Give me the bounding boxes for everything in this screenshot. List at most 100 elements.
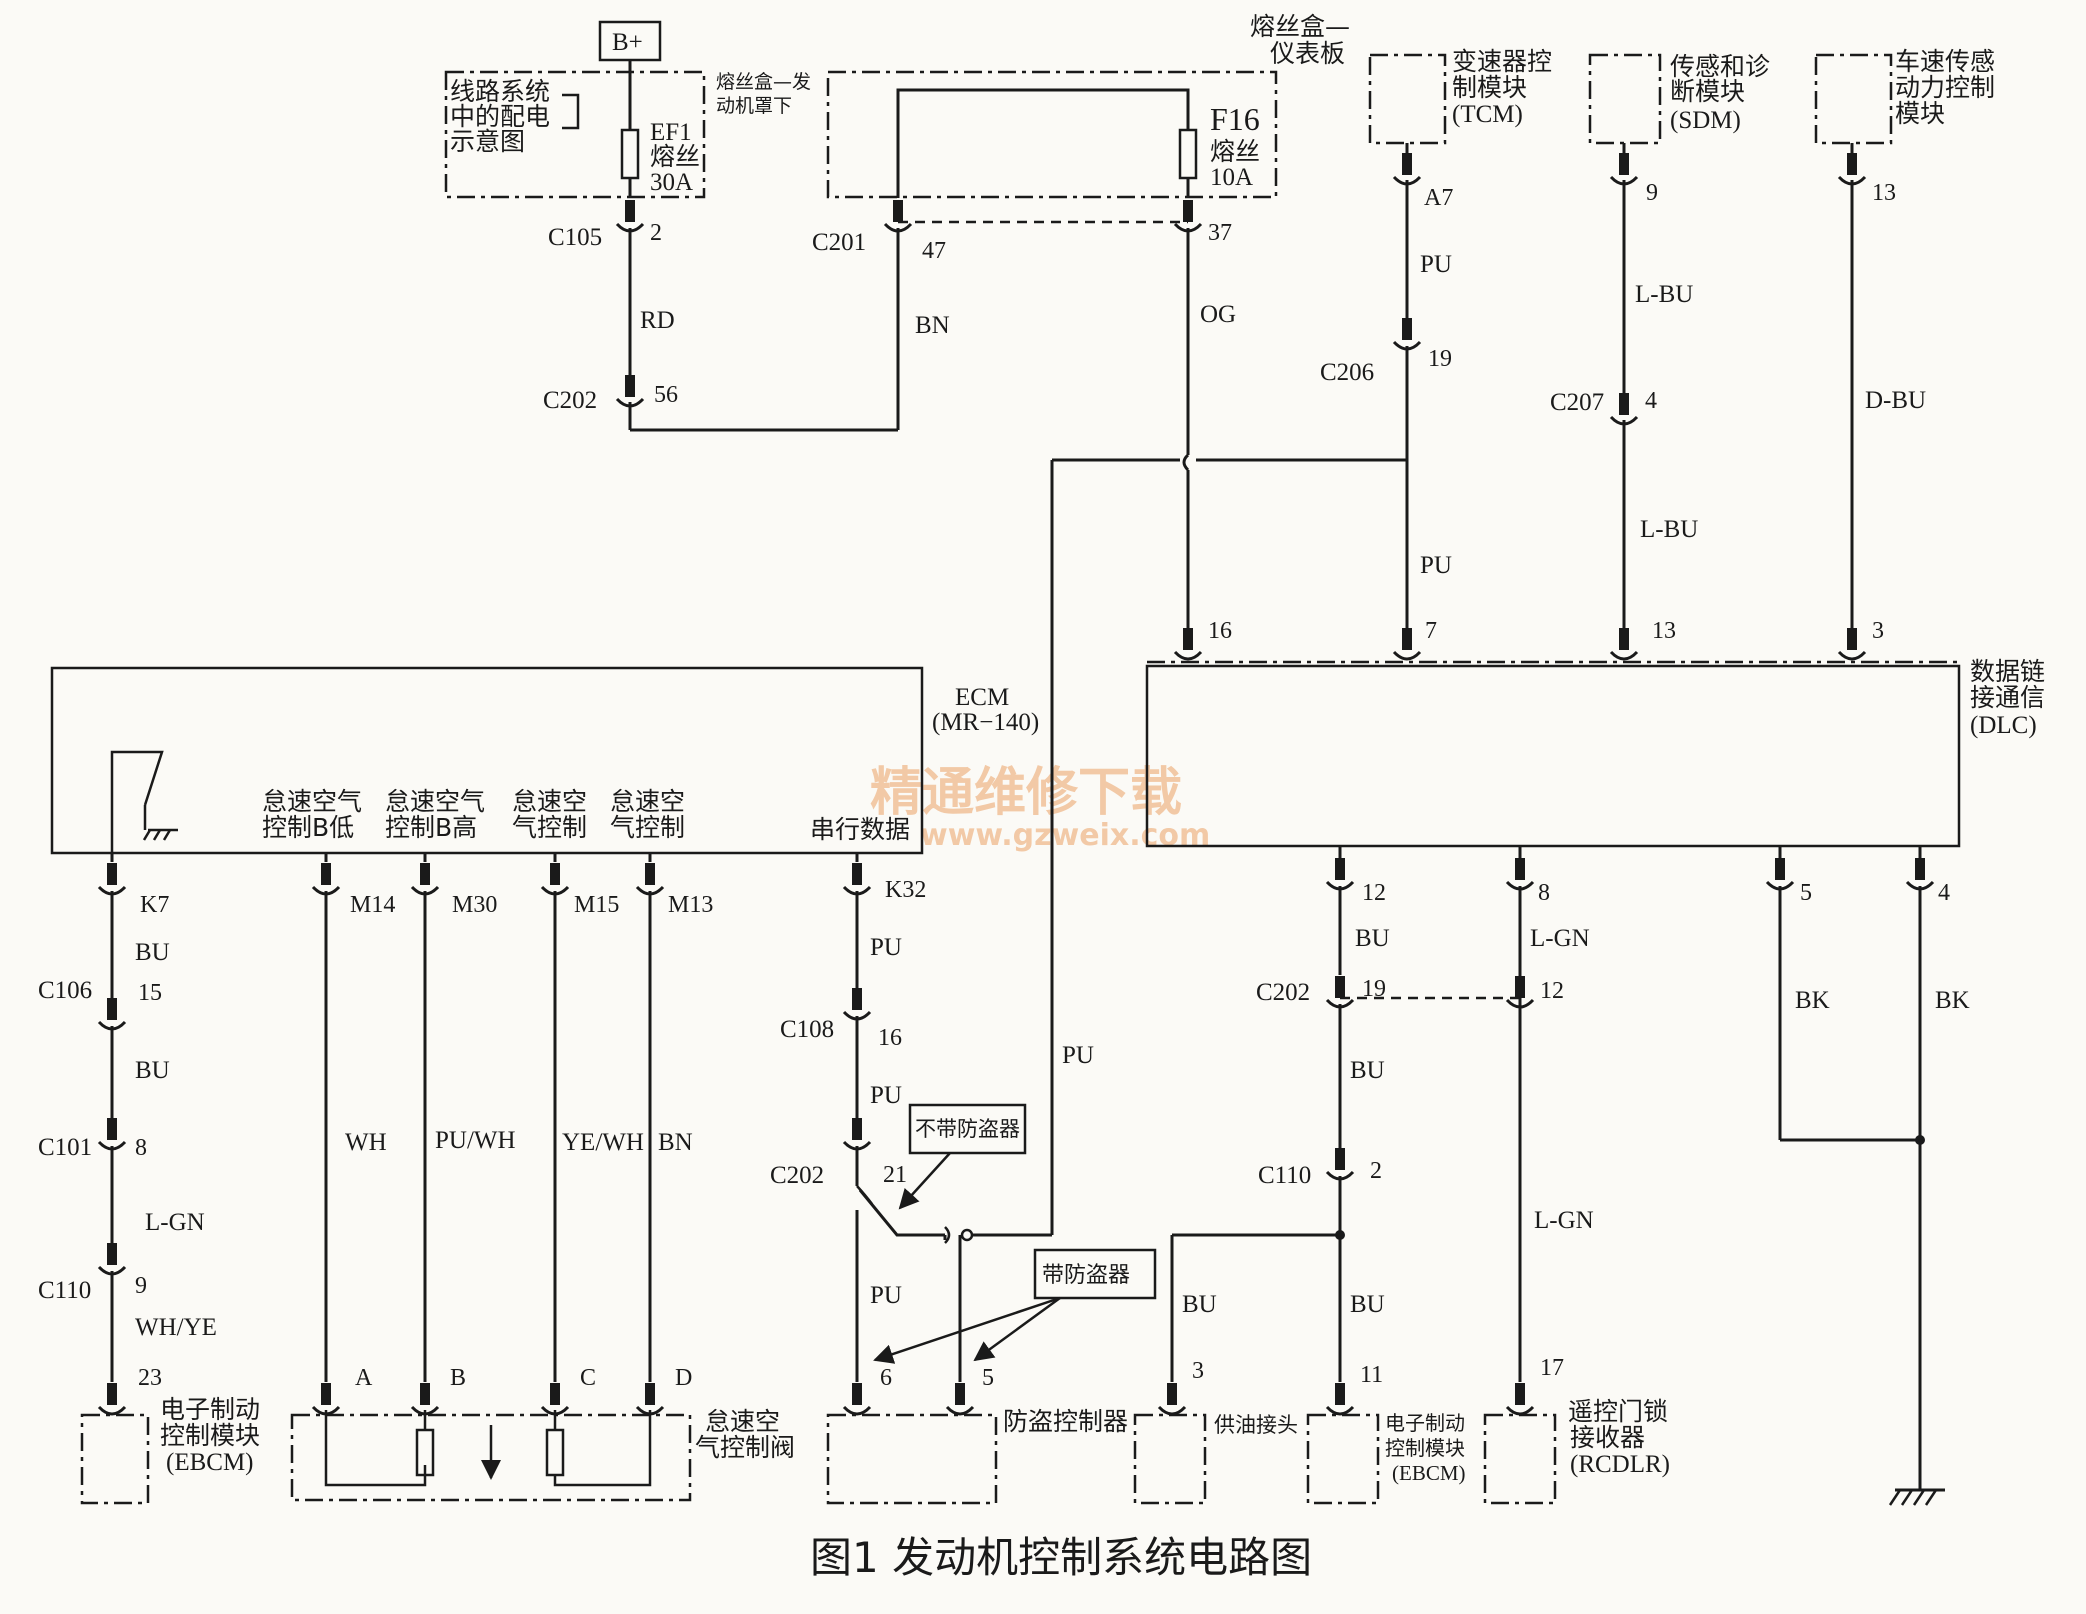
ecm-pin-label-serial: 串行数据 xyxy=(810,815,910,844)
ef1-fuse xyxy=(620,128,640,180)
ecm-pin-m13: M13 xyxy=(668,892,713,918)
fuse-box-ip-1: 熔丝盒— xyxy=(1250,12,1350,41)
wire-lbu-sdm: L-BU xyxy=(1635,281,1693,308)
c106-pin: 15 xyxy=(138,980,162,1006)
rcdlr-label-1: 遥控门锁 xyxy=(1568,1397,1668,1426)
tcm-pin: A7 xyxy=(1424,185,1453,211)
dlc-pin16-connector xyxy=(1173,626,1203,661)
vss-pin: 13 xyxy=(1872,180,1896,206)
f16-fuse xyxy=(1178,128,1198,180)
f16-label-2: 熔丝 xyxy=(1210,137,1260,166)
c206-connector xyxy=(1392,316,1422,351)
c202-bottom-pin: 21 xyxy=(883,1162,907,1188)
dist-note-2: 中的配电 xyxy=(450,102,550,131)
c101-pin: 8 xyxy=(135,1135,147,1161)
dlc-pin3-connector xyxy=(1837,626,1867,661)
wire-bk-dlc4: BK xyxy=(1935,987,1970,1014)
wire-pu-c108: PU xyxy=(870,1082,902,1109)
immo-pin-6: 6 xyxy=(880,1365,892,1391)
ebcm-right-connector xyxy=(1325,1381,1355,1416)
b-plus-label: B+ xyxy=(612,29,643,56)
wire-bu-dlc12: BU xyxy=(1355,925,1390,952)
wire-bu-c106: BU xyxy=(135,1057,170,1084)
wire-bn-iac: BN xyxy=(658,1129,693,1156)
dlc-pin8-connector xyxy=(1505,856,1535,891)
wire-pu-bus: PU xyxy=(1062,1042,1094,1069)
callout-no-immo-box xyxy=(908,1103,1027,1155)
ecm-pin-label-iac-2a: 怠速空 xyxy=(610,787,685,816)
f16-label-3: 10A xyxy=(1210,164,1253,191)
dlc-pin12-connector xyxy=(1325,856,1355,891)
vss-connector xyxy=(1837,151,1867,186)
c110-right-label: C110 xyxy=(1258,1162,1311,1189)
vss-label-2: 动力控制 xyxy=(1895,73,1995,102)
c207-pin: 4 xyxy=(1645,388,1657,414)
c202-top-connector xyxy=(615,373,645,408)
callout-with-immo-box xyxy=(1033,1248,1157,1300)
tcm-label-1: 变速器控 xyxy=(1452,47,1552,76)
dlc-pin-3: 3 xyxy=(1872,618,1884,644)
ecm-m14-connector xyxy=(311,861,341,896)
dlc-label-2: 接通信 xyxy=(1970,683,2045,712)
dlc-pin-13: 13 xyxy=(1652,618,1676,644)
c105-label: C105 xyxy=(548,224,602,251)
dlc-pin7-connector xyxy=(1392,626,1422,661)
immo-pin6-connector xyxy=(842,1381,872,1416)
c106-label: C106 xyxy=(38,977,92,1004)
c108-connector xyxy=(842,986,872,1021)
iac-pin-d: D xyxy=(675,1365,692,1391)
ecm-m13-connector xyxy=(635,861,665,896)
immobilizer-label: 防盗控制器 xyxy=(1003,1407,1128,1436)
wire-bu-c202: BU xyxy=(1350,1057,1385,1084)
wire-lbu-dlc13: L-BU xyxy=(1640,516,1698,543)
immobilizer-box xyxy=(826,1413,998,1505)
dist-note-1: 线路系统 xyxy=(450,77,550,106)
iac-valve-label-1: 怠速空 xyxy=(705,1407,780,1436)
ecm-k7-connector xyxy=(97,861,127,896)
sdm-connector xyxy=(1609,151,1639,186)
fuel-conn-label: 供油接头 xyxy=(1214,1413,1298,1437)
dlc-pin5-connector xyxy=(1765,856,1795,891)
c201-pin-37: 37 xyxy=(1208,220,1232,246)
dlc-pin-5: 5 xyxy=(1800,880,1812,906)
dlc-pin-16: 16 xyxy=(1208,618,1232,644)
wire-bk-dlc5: BK xyxy=(1795,987,1830,1014)
ebcm-right-label-1: 电子制动 xyxy=(1385,1411,1465,1435)
fuel-conn-pin: 3 xyxy=(1192,1358,1204,1384)
ecm-pin-k32: K32 xyxy=(885,877,926,903)
c202-right-a-connector xyxy=(1325,974,1355,1009)
dlc-box xyxy=(1145,664,1961,848)
c202-right-pin-19: 19 xyxy=(1362,976,1386,1002)
fuse-box-engine-1: 熔丝盒—发 xyxy=(716,71,811,93)
dlc-pin-12: 12 xyxy=(1362,880,1386,906)
ebcm-left-label-2: 控制模块 xyxy=(160,1421,260,1450)
c202-bottom-connector xyxy=(842,1116,872,1151)
dlc-label-3: (DLC) xyxy=(1970,712,2037,739)
c110-left-pin: 9 xyxy=(135,1273,147,1299)
sdm-label-1: 传感和诊 xyxy=(1670,52,1770,81)
ebcm-right-label-3: (EBCM) xyxy=(1392,1461,1466,1485)
ecm-ground-switch xyxy=(110,750,164,853)
ecm-pin-label-iac-2b: 气控制 xyxy=(610,813,685,842)
fuel-conn-connector xyxy=(1157,1381,1187,1416)
vss-label-3: 模块 xyxy=(1895,99,1945,128)
dlc-label-1: 数据链 xyxy=(1970,657,2045,686)
ecm-pin-label-iac-high-1: 怠速空气 xyxy=(385,787,485,816)
rcdlr-connector xyxy=(1505,1381,1535,1416)
wire-pu-immo6: PU xyxy=(870,1282,902,1309)
c106-connector xyxy=(97,996,127,1031)
tcm-label-3: (TCM) xyxy=(1452,101,1523,128)
ecm-pin-m30: M30 xyxy=(452,892,497,918)
fuse-box-ip-2: 仪表板 xyxy=(1270,39,1345,68)
iac-c-connector xyxy=(540,1381,570,1416)
wire-pu-k32: PU xyxy=(870,934,902,961)
c101-connector xyxy=(97,1116,127,1151)
wire-lgn-rcdlr: L-GN xyxy=(1534,1207,1594,1234)
watermark-cn: 精通维修下载 xyxy=(870,763,1182,823)
c108-pin: 16 xyxy=(878,1025,902,1051)
c206-label: C206 xyxy=(1320,359,1374,386)
c110-left-label: C110 xyxy=(38,1277,91,1304)
immo-pin-5: 5 xyxy=(982,1365,994,1391)
ecm-pin-label-iac-1a: 怠速空 xyxy=(512,787,587,816)
